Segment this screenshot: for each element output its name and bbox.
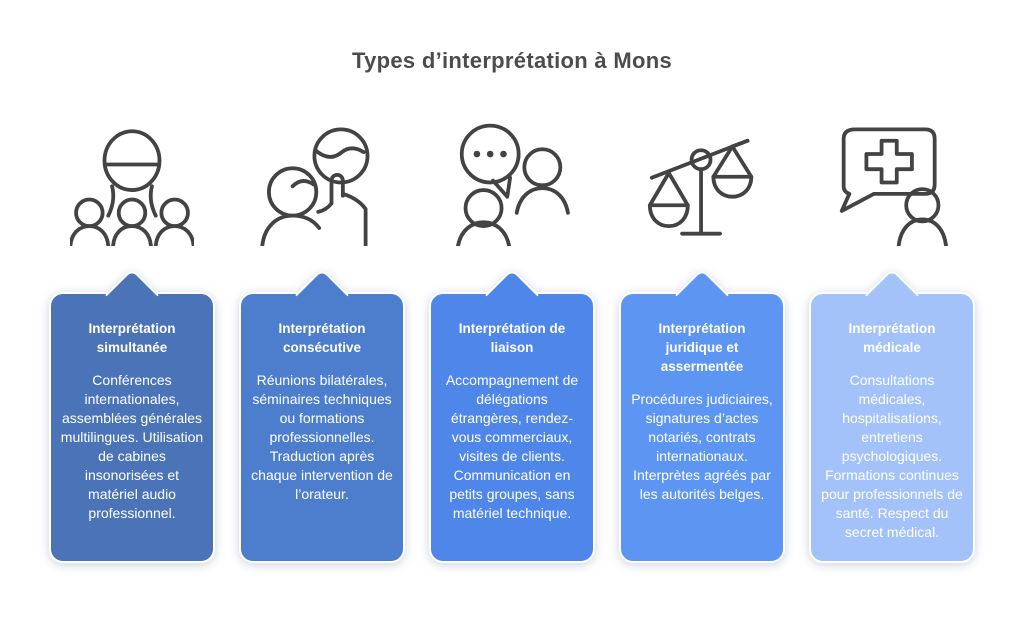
card-body: Procédures judiciaires, signatures d’act… bbox=[631, 391, 773, 502]
card-consecutive: Interprétation consécutive Réunions bila… bbox=[239, 292, 405, 563]
column-juridique: Interprétation juridique et assermentée … bbox=[619, 116, 785, 563]
card-juridique: Interprétation juridique et assermentée … bbox=[619, 292, 785, 563]
column-liaison: Interprétation de liaison Accompagnement… bbox=[429, 116, 595, 563]
card-medicale: Interprétation médicale Consultations mé… bbox=[809, 292, 975, 563]
card-simultanee: Interprétation simultanée Conférences in… bbox=[49, 292, 215, 563]
card-body: Consultations médicales, hospitalisation… bbox=[821, 372, 963, 540]
two-people-whisper-icon bbox=[239, 116, 405, 248]
column-consecutive: Interprétation consécutive Réunions bila… bbox=[239, 116, 405, 563]
card-title: Interprétation médicale bbox=[848, 321, 936, 355]
speech-bubble-people-icon bbox=[429, 116, 595, 248]
headset-speaker-audience-icon bbox=[49, 116, 215, 248]
medical-chat-person-icon bbox=[809, 116, 975, 248]
column-medicale: Interprétation médicale Consultations mé… bbox=[809, 116, 975, 563]
speech-bubble-people-icon bbox=[456, 123, 570, 246]
medical-chat-person-icon bbox=[839, 127, 948, 246]
card-body: Accompagnement de délégations étrangères… bbox=[445, 372, 579, 521]
card-liaison: Interprétation de liaison Accompagnement… bbox=[429, 292, 595, 563]
justice-scales-icon bbox=[619, 116, 785, 248]
headset-speaker-audience-icon bbox=[70, 129, 194, 246]
justice-scales-icon bbox=[647, 138, 754, 236]
two-people-whisper-icon bbox=[260, 127, 370, 246]
card-body: Conférences internationales, assemblées … bbox=[60, 372, 204, 521]
column-simultanee: Interprétation simultanée Conférences in… bbox=[49, 116, 215, 563]
card-body: Réunions bilatérales, séminaires techniq… bbox=[251, 372, 393, 502]
type-columns: Interprétation simultanée Conférences in… bbox=[49, 116, 975, 563]
card-title: Interprétation juridique et assermentée bbox=[658, 321, 746, 374]
card-title: Interprétation de liaison bbox=[458, 321, 566, 355]
card-title: Interprétation simultanée bbox=[88, 321, 176, 355]
card-title: Interprétation consécutive bbox=[278, 321, 366, 355]
page-title: Types d’interprétation à Mons bbox=[352, 48, 672, 73]
